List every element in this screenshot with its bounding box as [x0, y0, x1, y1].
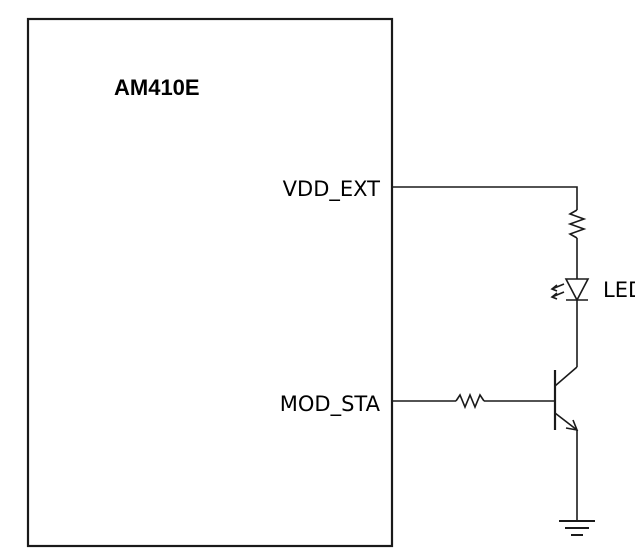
npn-transistor — [553, 366, 579, 432]
ground-symbol — [559, 520, 595, 536]
base-resistor — [455, 392, 485, 410]
chip-name: AM410E — [114, 75, 200, 100]
led-series-resistor — [567, 209, 587, 239]
led-label: LED — [603, 278, 635, 302]
module-block — [26, 17, 394, 548]
vdd-ext-wire — [392, 186, 578, 210]
pin-label-vdd-ext: VDD_EXT — [283, 177, 380, 202]
led-symbol — [550, 278, 590, 302]
pin-label-mod-sta: MOD_STA — [280, 392, 381, 417]
